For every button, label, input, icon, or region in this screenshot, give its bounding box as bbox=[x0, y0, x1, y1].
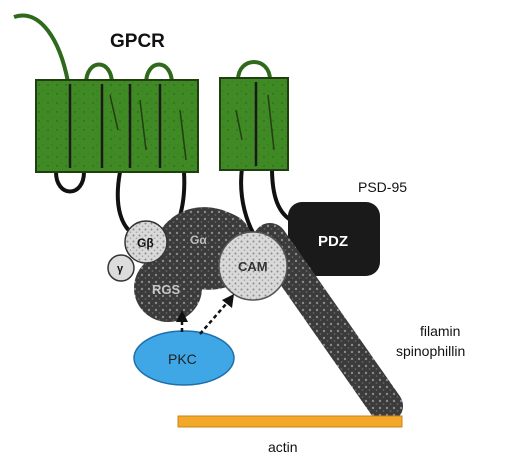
pkc-label: PKC bbox=[168, 351, 197, 367]
diagram-title: GPCR bbox=[110, 31, 165, 52]
g-gamma-subunit bbox=[107, 254, 135, 282]
arrowhead-icon bbox=[222, 294, 234, 308]
spinophillin-label: spinophillin bbox=[396, 343, 465, 359]
extracellular-loop bbox=[144, 62, 174, 85]
transmembrane-block-1 bbox=[35, 79, 199, 173]
transmembrane-block-2 bbox=[219, 77, 289, 171]
g-beta-subunit bbox=[124, 220, 168, 264]
calmodulin-cam bbox=[218, 231, 288, 301]
g-alpha-label: Gα bbox=[190, 233, 207, 247]
rgs-protein bbox=[134, 254, 202, 322]
rgs-label: RGS bbox=[152, 282, 181, 297]
pkc-to-cam-arrow bbox=[199, 303, 227, 335]
psd95-label: PSD-95 bbox=[358, 179, 407, 195]
pdz-label: PDZ bbox=[318, 233, 348, 250]
filamin-label: filamin bbox=[420, 323, 460, 339]
arrowhead-icon bbox=[176, 310, 188, 322]
n-terminal-tail bbox=[13, 13, 70, 83]
actin-filament bbox=[177, 415, 403, 428]
filamin-rod bbox=[253, 223, 403, 423]
intracellular-loop bbox=[54, 171, 86, 194]
extracellular-loop bbox=[84, 62, 114, 85]
g-beta-label: Gβ bbox=[137, 236, 154, 250]
pkc-enzyme bbox=[133, 330, 235, 386]
extracellular-loop bbox=[236, 60, 272, 81]
g-gamma-label: γ bbox=[117, 263, 124, 275]
pdz-domain bbox=[288, 202, 380, 276]
cam-label: CAM bbox=[238, 259, 268, 274]
actin-label: actin bbox=[268, 439, 298, 455]
